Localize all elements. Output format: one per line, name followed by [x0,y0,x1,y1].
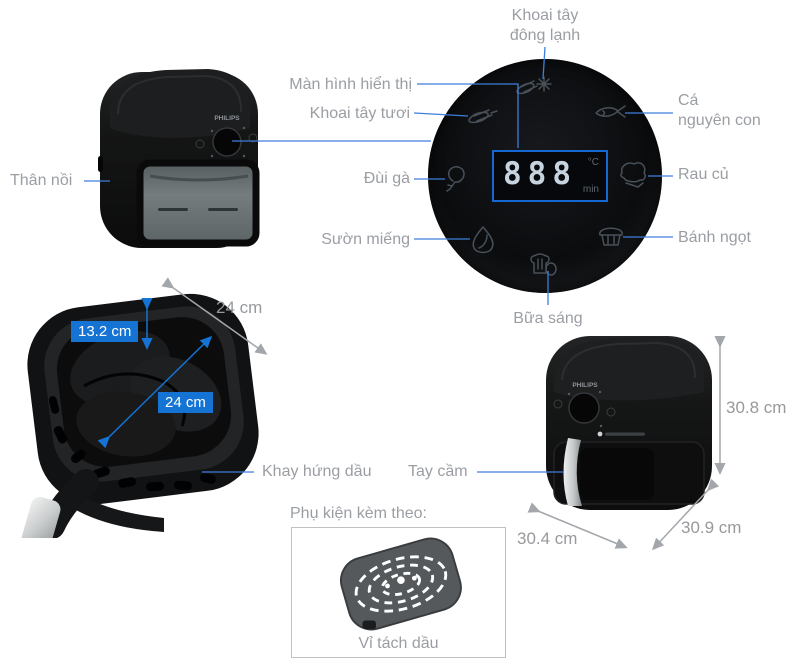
accessory-item-label: Vỉ tách dầu [358,635,439,652]
cavity-frame [136,159,260,247]
dim-basket-inner-width: 24 cm [158,392,213,413]
rapid-air-badge [597,431,645,437]
accessory-box: Vỉ tách dầu [291,527,506,658]
label-whole-fish-line1: Cá [678,92,699,109]
dim-fryer-height: 30.8 cm [726,398,787,417]
label-frozen-fries-line1: Khoai tây [511,7,579,24]
label-frozen-fries: Khoai tây đông lạnh [493,6,597,46]
control-dial [212,127,242,157]
fryer2-handle-grip [563,438,582,506]
fish-icon [595,105,626,118]
display-temp-unit: °C [587,157,599,168]
philips-logo-text: PHILIPS [214,115,240,122]
label-oil-tray: Khay hứng dầu [262,463,372,480]
vegetables-icon [620,162,646,188]
dial-button-left [195,139,205,149]
label-whole-fish: Cá nguyên con [678,91,761,131]
fryer-open-cavity [140,163,256,243]
dim-fryer-depth: 30.9 cm [681,518,742,537]
label-vegetables: Rau củ [678,166,729,183]
basket-lower-shell [66,490,164,532]
fryer-top-lid [109,69,251,138]
basket-handle-grip [21,497,61,538]
label-frozen-fries-line2: đông lạnh [509,27,581,44]
frozen-fries-icon [516,76,552,95]
rim-slots [48,396,216,492]
cavity-rail [208,208,238,211]
dim-basket-depth: 13.2 cm [71,321,139,342]
digital-display: 888 °C min [492,150,608,202]
dial2-dot [599,424,603,428]
dial2-dot [567,392,571,396]
dial2-button-left [553,399,563,409]
accessory-title: Phụ kiện kèm theo: [290,505,427,522]
label-breakfast: Bữa sáng [513,310,583,327]
breakfast-icon [530,253,557,276]
label-rib-pieces: Sườn miếng [321,231,410,248]
dial-dot [242,126,246,130]
dial2-dot [598,390,602,394]
fryer-lid-highlight [117,74,243,115]
label-display-screen: Màn hình hiển thị [289,76,412,93]
air-fryer-full-image: PHILIPS [546,336,712,510]
label-chicken-thigh: Đùi gà [363,170,410,187]
dial-dot [210,154,214,158]
chicken-leg-icon [446,166,465,192]
fryer2-lid-highlight [561,341,697,381]
fryer2-top-lid [553,337,705,401]
dial-dot [242,154,246,158]
oil-grid-image [339,537,462,631]
philips-logo-text-2: PHILIPS [572,382,598,389]
label-pot-body: Thân nồi [10,172,73,189]
fryer2-drawer-recess [580,448,654,500]
side-vent [98,156,103,172]
label-fresh-fries: Khoai tây tươi [309,105,410,122]
cavity-shadow [149,174,249,182]
display-time-unit: min [582,184,599,195]
dim-basket-top-width: 24 cm [216,298,263,317]
dial2-button-right [606,407,616,417]
label-handle: Tay cầm [408,463,468,480]
label-whole-fish-line2: nguyên con [678,112,761,129]
label-pastry: Bánh ngọt [678,229,751,246]
air-fryer-body-image: PHILIPS [98,69,260,248]
cavity-rail [158,208,188,211]
display-value: 888 [503,156,577,192]
fresh-fries-icon [468,109,498,124]
meat-ribs-icon [472,226,494,254]
muffin-icon [599,227,623,246]
dial-button-right [248,133,258,143]
dim-fryer-width: 30.4 cm [517,529,578,548]
dial-dot [210,129,214,133]
control-dial-2 [568,392,600,424]
